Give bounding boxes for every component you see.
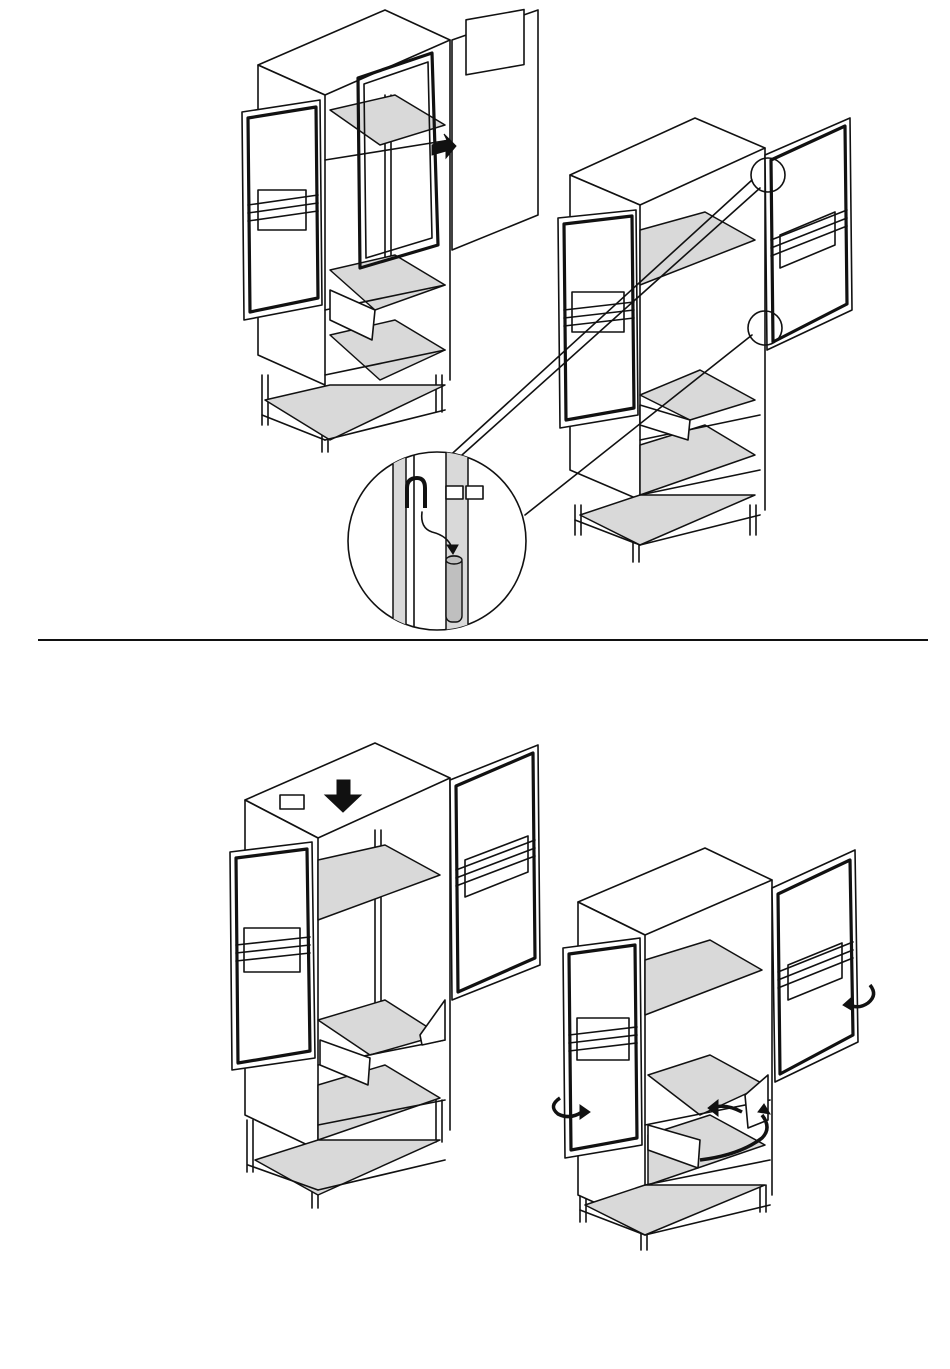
wardrobe-right-tuck-flaps — [553, 848, 873, 1250]
wardrobe-left-attach-door — [242, 10, 538, 452]
zipper-pull — [446, 556, 462, 622]
shelf — [330, 95, 445, 145]
door-panel-left — [230, 842, 315, 1070]
shelf — [645, 940, 762, 1015]
door-panel-left — [563, 938, 642, 1158]
shelf — [318, 1065, 440, 1140]
shelf — [318, 845, 440, 920]
shelf — [640, 425, 755, 495]
label-window — [466, 10, 524, 75]
label-box — [466, 486, 483, 499]
label-box — [280, 795, 304, 809]
detail-magnifier-zipper — [348, 450, 526, 650]
label-box — [446, 486, 463, 499]
door-panel-left — [242, 100, 322, 320]
wardrobe-left-press-top — [230, 743, 540, 1208]
shelf — [640, 212, 755, 285]
